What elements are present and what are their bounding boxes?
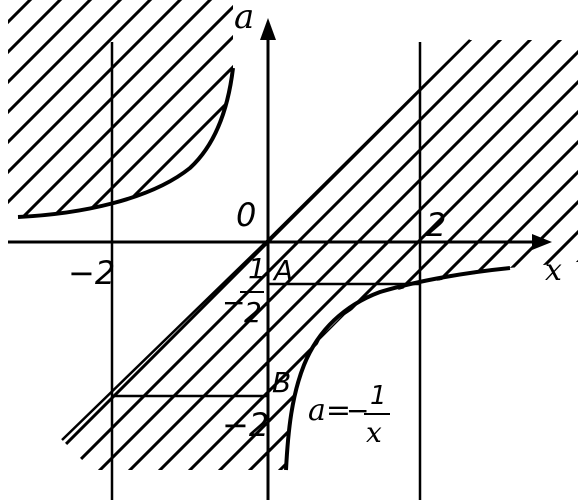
- diagonal-upper: [267, 39, 471, 241]
- tick-x-pos-two: 2: [426, 206, 446, 244]
- curve-label-denominator: x: [366, 416, 382, 449]
- hatched-region-main-band: [62, 40, 578, 470]
- clear-region-right: [268, 0, 578, 240]
- point-b-label: B: [272, 366, 291, 399]
- x-axis-arrow: [532, 234, 552, 250]
- x-axis-label: x: [545, 253, 562, 288]
- clear-region-lower-right: [285, 262, 578, 502]
- curve-label-minus: −: [346, 394, 369, 427]
- tick-y-half-denominator: 2: [244, 296, 262, 329]
- origin-label: 0: [236, 196, 256, 234]
- curve-left-branch: [17, 67, 235, 219]
- curve-label-lhs: a=: [308, 393, 351, 428]
- tick-y-neg-two: −2: [222, 406, 269, 444]
- tick-x-neg-two: −2: [68, 254, 115, 292]
- clear-region-upper-band: [0, 240, 268, 440]
- point-a-label: A: [272, 254, 293, 287]
- diagonal-lower: [61, 239, 269, 441]
- curve-right-branch: [284, 266, 511, 471]
- clear-region-lower-left: [0, 440, 285, 502]
- tick-y-half-numerator: 1: [248, 252, 266, 285]
- y-axis-label: a: [234, 0, 254, 37]
- curve-label-numerator: 1: [370, 381, 387, 411]
- y-axis-arrow: [260, 18, 276, 40]
- tick-y-half-minus: −: [222, 286, 245, 319]
- hatched-region-upper-left: [8, 0, 233, 217]
